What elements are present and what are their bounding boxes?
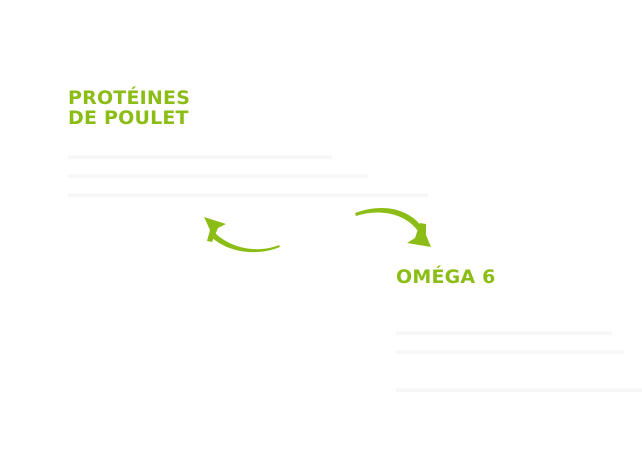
heading-chicken-proteins: PROTÉINES DE POULET (68, 89, 268, 129)
chicken-proteins-description: ▬▬▬▬▬▬▬▬▬▬▬▬▬▬▬▬▬▬▬▬▬▬ ▬▬▬▬▬▬▬▬▬▬▬▬▬▬▬▬▬… (68, 148, 428, 200)
heading-omega-6: OMÉGA 6 (396, 266, 496, 288)
heading-chicken-proteins-line2: DE POULET (68, 107, 189, 129)
curved-arrow-down-right-icon (355, 207, 431, 247)
curved-arrow-down-right-head (407, 223, 431, 247)
heading-chicken-proteins-line1: PROTÉINES (68, 87, 191, 109)
curved-arrow-up-left-icon (204, 217, 280, 253)
curved-arrow-up-left-head (204, 217, 226, 242)
curved-arrow-up-left-shaft (209, 232, 280, 253)
omega-6-description: ▬▬▬▬▬▬▬▬▬▬▬▬▬▬▬▬▬▬ ▬▬▬▬▬▬▬▬▬▬▬▬▬▬▬▬▬▬▬ ▬… (396, 324, 642, 395)
curved-arrow-down-right-shaft (355, 207, 423, 231)
